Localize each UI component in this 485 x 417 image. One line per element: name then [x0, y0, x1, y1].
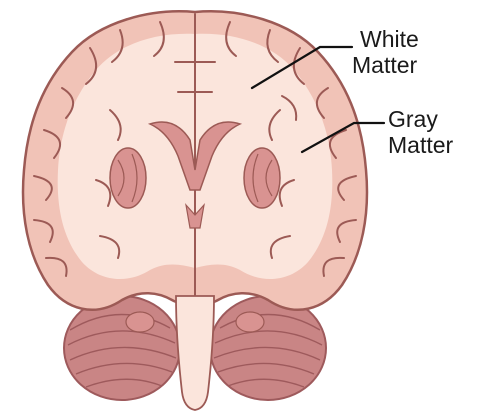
white-matter-label-line-1: White [360, 27, 419, 52]
gray-matter-label-line-2: Matter [388, 133, 453, 158]
right-basal-ganglia [244, 148, 280, 208]
brainstem [176, 296, 214, 410]
gray-matter-label-line-1: Gray [388, 107, 438, 132]
white-matter-label-line-2: Matter [352, 53, 417, 78]
left-basal-ganglia [110, 148, 146, 208]
